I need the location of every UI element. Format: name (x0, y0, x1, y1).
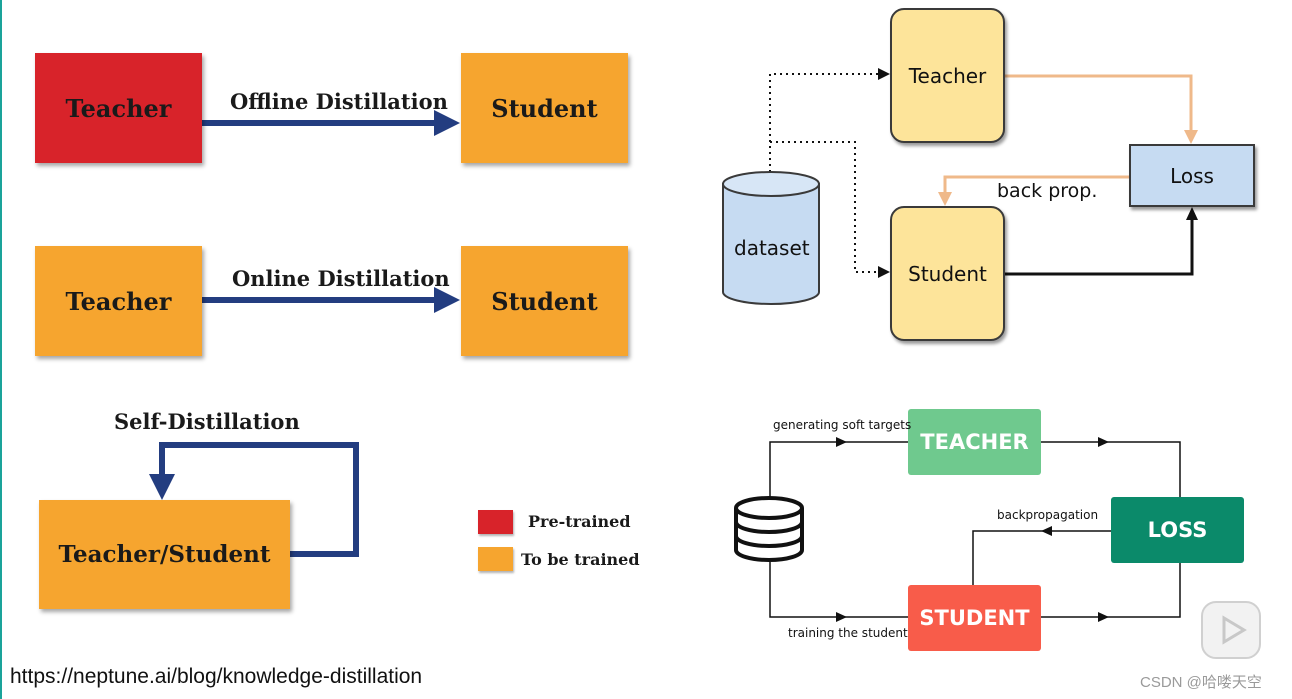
database-icon (734, 496, 804, 562)
legend-pre-trained-label: Pre-trained (528, 512, 631, 531)
tr-loss-label: Loss (1170, 163, 1214, 188)
tr-loss-box: Loss (1129, 144, 1255, 207)
online-teacher-label: Teacher (65, 286, 172, 316)
offline-teacher-label: Teacher (65, 93, 172, 123)
backprop-arrow (938, 175, 1129, 206)
self-teacher-student-box: Teacher/Student (39, 500, 290, 609)
offline-student-box: Student (461, 53, 628, 163)
source-url[interactable]: https://neptune.ai/blog/knowledge-distil… (10, 665, 423, 688)
online-distillation-label: Online Distillation (232, 266, 450, 291)
br-training-label: training the student (788, 626, 908, 640)
br-student-label: STUDENT (919, 606, 1030, 630)
tr-student-box: Student (890, 206, 1005, 341)
legend-to-be-trained-label: To be trained (521, 550, 640, 569)
tr-back-prop-label: back prop. (997, 180, 1098, 202)
play-icon (1201, 601, 1261, 659)
tr-student-label: Student (908, 261, 987, 286)
legend-pre-trained-swatch (478, 510, 513, 534)
bottom-flow-lines (769, 437, 1181, 622)
tr-teacher-box: Teacher (890, 8, 1005, 143)
br-soft-targets-label: generating soft targets (773, 418, 912, 432)
br-student-box: STUDENT (908, 585, 1041, 651)
student-to-loss-arrow (1005, 207, 1198, 276)
br-teacher-label: TEACHER (920, 430, 1029, 454)
tr-dataset-label: dataset (734, 236, 810, 260)
offline-student-label: Student (491, 93, 598, 123)
online-arrow (202, 287, 460, 313)
self-distillation-loop (149, 442, 359, 557)
dataset-cylinder (722, 171, 820, 305)
self-distillation-label: Self-Distillation (114, 409, 300, 434)
offline-distillation-label: Offline Distillation (230, 89, 448, 114)
offline-arrow (202, 110, 460, 136)
legend-to-be-trained-swatch (478, 547, 513, 571)
online-student-box: Student (461, 246, 628, 356)
br-backprop-label: backpropagation (997, 508, 1099, 522)
dataset-dotted-paths (769, 68, 890, 278)
teacher-to-loss-arrow (1005, 74, 1198, 144)
online-student-label: Student (491, 286, 598, 316)
self-teacher-student-label: Teacher/Student (58, 541, 271, 568)
br-loss-box: LOSS (1111, 497, 1244, 563)
offline-teacher-box: Teacher (35, 53, 202, 163)
left-edge-line (0, 0, 2, 699)
br-teacher-box: TEACHER (908, 409, 1041, 475)
online-teacher-box: Teacher (35, 246, 202, 356)
csdn-watermark: CSDN @哈喽天空 (1140, 674, 1262, 691)
tr-teacher-label: Teacher (908, 63, 987, 88)
br-loss-label: LOSS (1147, 518, 1208, 542)
